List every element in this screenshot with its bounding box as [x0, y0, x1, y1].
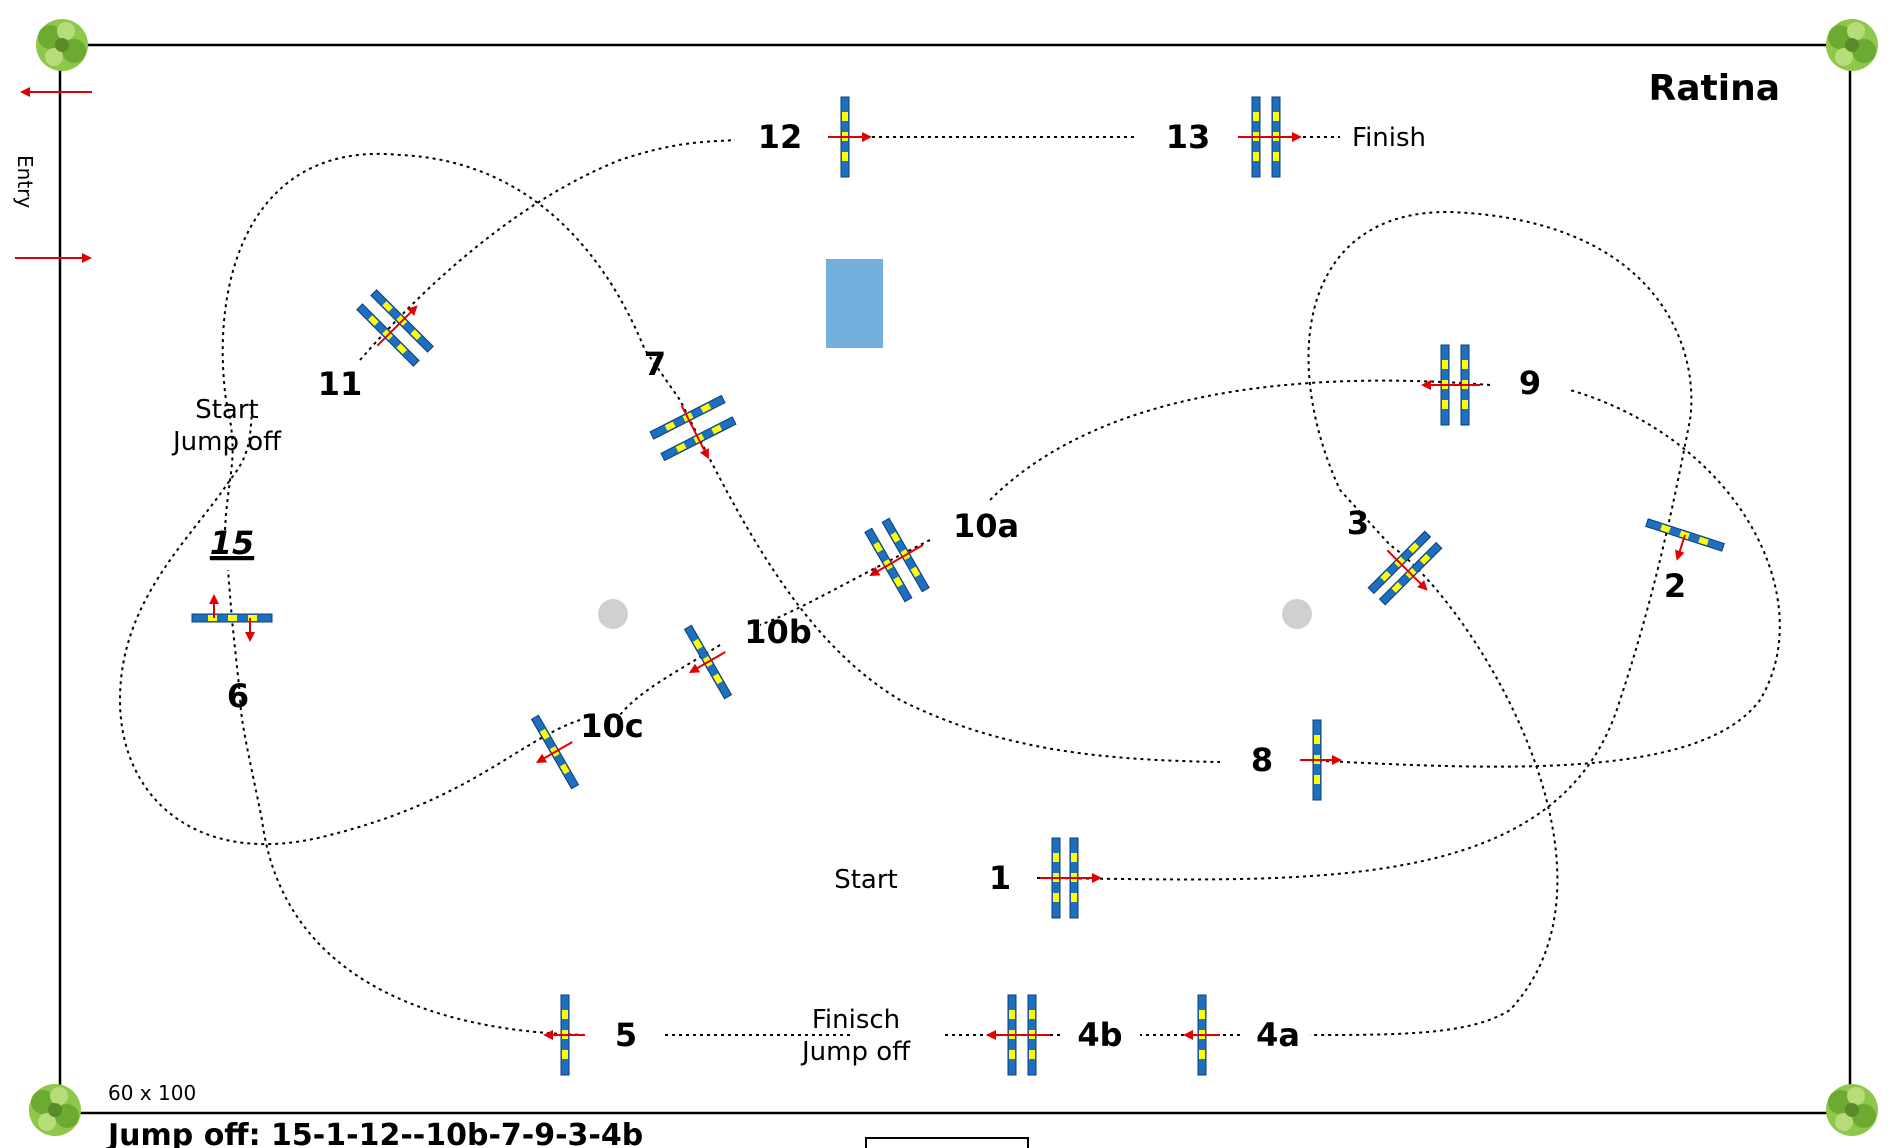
obstacle-5: [545, 995, 585, 1075]
obstacle-15: [192, 596, 272, 640]
corner-plant-icon: [29, 1084, 81, 1136]
obstacle-number: 11: [318, 365, 363, 403]
obstacle-number: 12: [758, 118, 803, 156]
obstacle-7: [646, 388, 744, 476]
obstacle-3: [1359, 522, 1454, 617]
start-label: Start: [834, 865, 898, 895]
obstacle-10a: [851, 510, 943, 609]
obstacle-2: [1639, 519, 1724, 571]
obstacle-number: 10a: [953, 507, 1019, 545]
info-box: [866, 1138, 1028, 1148]
obstacle-number: 1: [989, 859, 1011, 897]
water-tray: [826, 259, 883, 348]
obstacle-12: [828, 97, 870, 177]
obstacle-1: [1040, 838, 1100, 918]
jump-off-start-label: Start: [195, 395, 259, 425]
obstacle-13: [1238, 97, 1300, 177]
corner-plant-icon: [1826, 1084, 1878, 1136]
jump-off-finish-label: Finisch: [812, 1005, 900, 1035]
obstacle-4a: [1185, 995, 1220, 1075]
obstacle-number: 4b: [1077, 1016, 1122, 1054]
obstacle-9: [1423, 345, 1480, 425]
corner-plant-icon: [1826, 19, 1878, 71]
jump-off-start-label: Jump off: [171, 427, 282, 457]
obstacle-number: 9: [1519, 364, 1541, 402]
obstacle-number: 4a: [1256, 1016, 1300, 1054]
jump-off-sequence: Jump off: 15-1-12--10b-7-9-3-4b: [106, 1118, 643, 1148]
arena-size-label: 60 x 100: [108, 1081, 196, 1105]
obstacle-10b: [671, 617, 746, 706]
corner-plant-icon: [36, 19, 88, 71]
obstacle-number: 10b: [744, 613, 811, 651]
obstacle-number: 15: [210, 524, 255, 562]
obstacle-number: 13: [1166, 118, 1211, 156]
finish-label: Finish: [1352, 123, 1426, 153]
ground-marker: [1282, 599, 1312, 629]
course-title: Ratina: [1649, 68, 1780, 109]
obstacle-number: 10c: [580, 707, 644, 745]
obstacle-number: 6: [227, 677, 249, 715]
ground-marker: [598, 599, 628, 629]
obstacle-number: 5: [615, 1016, 637, 1054]
jump-off-finish-label: Jump off: [800, 1037, 911, 1067]
riding-route: [120, 137, 1780, 1035]
obstacle-number: 3: [1347, 504, 1369, 542]
obstacle-8: [1300, 720, 1340, 800]
obstacle-number: 2: [1664, 567, 1686, 605]
entry-label: Entry: [13, 155, 37, 208]
obstacle-number: 7: [644, 345, 666, 383]
obstacle-number: 8: [1251, 741, 1273, 779]
obstacle-4b: [988, 995, 1050, 1075]
obstacle-11: [349, 279, 444, 374]
